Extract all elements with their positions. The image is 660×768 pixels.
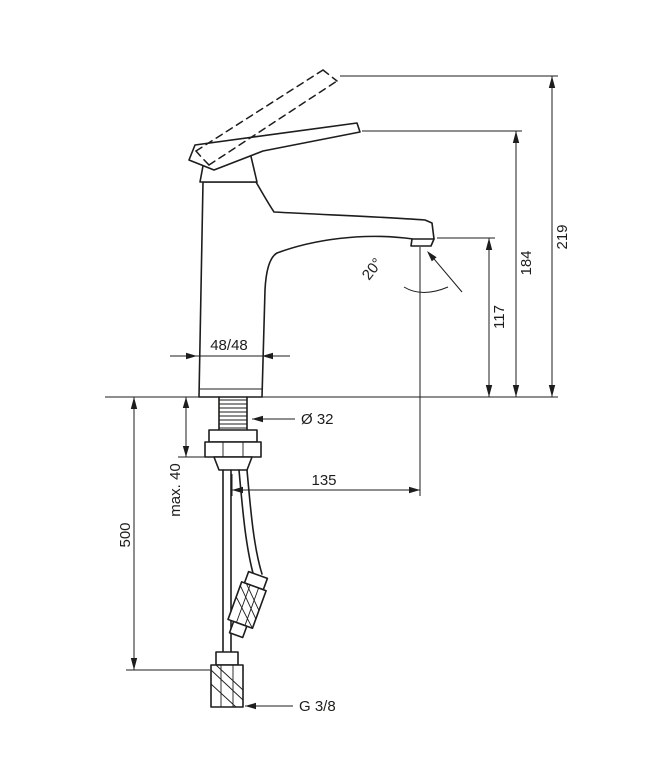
dim-label-117: 117 [491, 305, 508, 329]
dim-base-footprint: 48/48 [170, 337, 290, 360]
hose-straight [222, 469, 232, 653]
dim-label-20deg: 20° [359, 255, 386, 283]
dim-label-g38: G 3/8 [299, 698, 336, 715]
lever-raised-dashed [195, 69, 338, 166]
mounting-nut [204, 441, 262, 458]
hose-straight-nut [210, 664, 244, 708]
dim-height-to-handle: 184 [362, 130, 535, 397]
supply-hoses [210, 469, 269, 708]
dim-spout-angle: 20° [359, 251, 463, 293]
dim-label-dia32: Ø 32 [301, 411, 334, 428]
dim-hose-length: 500 [117, 397, 210, 671]
dim-label-219: 219 [554, 224, 571, 249]
faucet-body-and-spout [188, 122, 435, 398]
callout-connection-thread: G 3/8 [245, 698, 336, 715]
hose-angled [238, 469, 263, 578]
shank-collar [213, 456, 253, 471]
hose-angled-fitting [227, 570, 269, 639]
lever-handle [188, 122, 361, 171]
shank-threads [219, 399, 247, 429]
dim-max-mounting-thickness: max. 40 [167, 397, 206, 517]
hose-straight-sleeve [215, 651, 239, 666]
dim-label-135: 135 [311, 472, 336, 489]
dim-total-height: 219 [340, 75, 571, 397]
washer [208, 429, 258, 443]
faucet-outline [198, 181, 435, 398]
dim-label-500: 500 [117, 522, 134, 547]
dim-spout-height: 117 [437, 237, 508, 397]
callout-mounting-hole: Ø 32 [252, 411, 334, 428]
dim-spout-reach: 135 [231, 247, 421, 496]
aerator [410, 238, 435, 247]
dim-label-48-48: 48/48 [210, 337, 248, 354]
dim-label-max40: max. 40 [167, 463, 184, 516]
dim-label-184: 184 [518, 250, 535, 275]
mounting-shank-and-nut [204, 396, 262, 471]
